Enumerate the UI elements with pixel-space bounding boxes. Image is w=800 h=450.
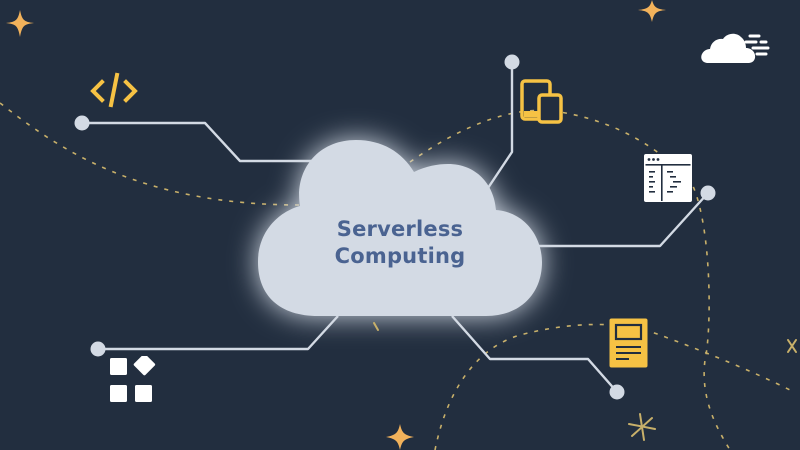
- title-line-1: Serverless: [336, 217, 464, 241]
- document-icon: [609, 318, 648, 368]
- code-editor-window-icon: [644, 154, 692, 202]
- title-line-2: Computing: [334, 244, 466, 268]
- orbit-left: [0, 102, 301, 206]
- apps-grid-icon: [110, 356, 156, 402]
- connector-document: [451, 315, 618, 393]
- sparkle-top-left: [6, 10, 34, 37]
- asterisk-right: [787, 339, 797, 353]
- dash-under-cloud: [373, 322, 379, 331]
- node-editor: [700, 185, 716, 201]
- node-document: [609, 384, 625, 400]
- code-icon: [90, 72, 138, 108]
- fast-cloud-icon: [701, 33, 770, 63]
- asterisk-bottom: [628, 413, 656, 441]
- asterisks: [373, 322, 797, 441]
- page-title: Serverless Computing: [270, 216, 530, 270]
- connector-editor: [530, 192, 709, 248]
- connector-apps: [98, 315, 339, 351]
- connector-code: [82, 121, 320, 163]
- connector-nodes: [74, 54, 716, 400]
- node-devices: [504, 54, 520, 70]
- sparkle-bottom: [386, 424, 414, 450]
- devices-icon: [520, 79, 563, 124]
- node-apps: [90, 341, 106, 357]
- main-cloud: [258, 140, 542, 316]
- sparkle-top-right: [638, 0, 666, 22]
- sparkles: [6, 0, 666, 450]
- phone-shape: [537, 93, 563, 124]
- node-code: [74, 115, 90, 131]
